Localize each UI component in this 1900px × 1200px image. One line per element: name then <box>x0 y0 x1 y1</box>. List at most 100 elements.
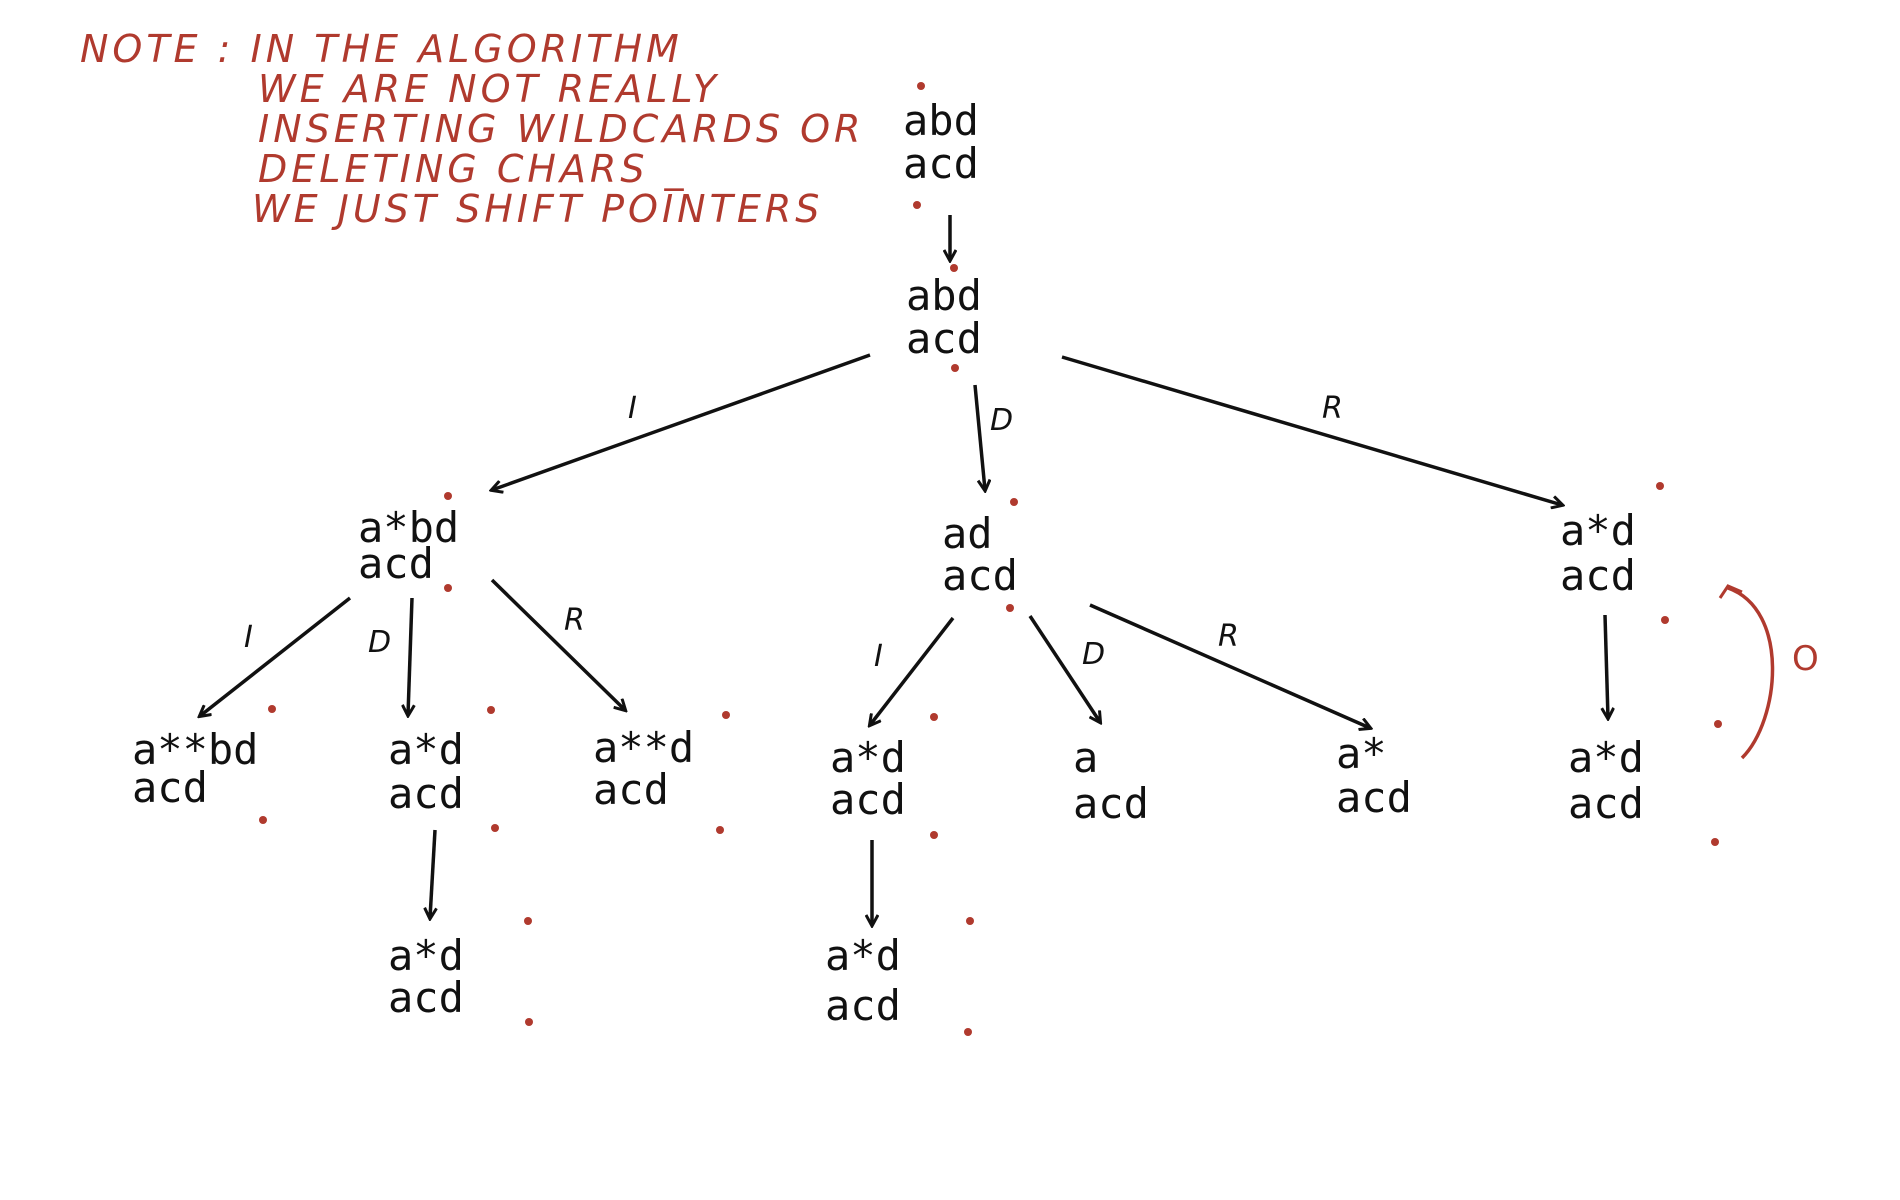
loop-arc <box>1727 586 1775 760</box>
edge-label-n1-i: I <box>628 391 637 426</box>
node-ir-bottom: acd <box>593 765 669 814</box>
pointer-dot <box>259 816 267 824</box>
node-n1: abd acd <box>906 271 982 363</box>
node-id-top: a*d <box>388 725 464 774</box>
edge-i-to-ii <box>200 596 352 716</box>
loop-arrow-icon <box>1718 584 1743 599</box>
node-rr-top: a*d <box>1568 733 1644 782</box>
edge-i-to-id <box>408 597 412 715</box>
edge-labels: I D R I D R I D R <box>244 391 1343 674</box>
pointer-dot <box>930 831 938 839</box>
pointer-dot <box>913 201 921 209</box>
node-i: a*bd acd <box>358 503 459 588</box>
edge-d-to-dd <box>1028 615 1100 722</box>
edge-r-to-rr <box>1605 614 1608 718</box>
pointer-dot <box>950 264 958 272</box>
node-r: a*d acd <box>1560 506 1636 600</box>
node-ir: a**d acd <box>593 723 694 814</box>
nodes: abd acd abd acd a*bd acd ad acd a*d acd … <box>132 96 1644 1030</box>
pointer-dot <box>951 364 959 372</box>
pointer-dot <box>524 917 532 925</box>
pointer-dot <box>1006 604 1014 612</box>
pointer-dot <box>487 706 495 714</box>
edge-label-i-ii: I <box>244 620 253 655</box>
pointer-dot <box>444 492 452 500</box>
edge-id-to-idn <box>430 829 435 918</box>
node-di-bottom: acd <box>830 775 906 824</box>
pointer-dot <box>917 82 925 90</box>
node-rr-bottom: acd <box>1568 779 1644 828</box>
pointer-dot <box>444 584 452 592</box>
edge-label-d-dr: R <box>1218 619 1239 654</box>
pointer-dot <box>268 705 276 713</box>
pointer-dot <box>1711 838 1719 846</box>
node-din-top: a*d <box>825 931 901 980</box>
node-ii-bottom: acd <box>132 763 208 812</box>
node-rr: a*d acd <box>1568 733 1644 828</box>
pointer-dot <box>1714 720 1722 728</box>
edge-n1-to-d <box>973 384 985 490</box>
node-root: abd acd <box>903 96 979 188</box>
node-dd-top: a <box>1073 733 1098 782</box>
node-dr: a* acd <box>1336 729 1412 822</box>
node-di: a*d acd <box>830 733 906 824</box>
loop-annotation: O <box>1718 584 1819 760</box>
edges <box>200 215 1608 925</box>
pointer-dot <box>491 824 499 832</box>
note-line-2: WE ARE NOT REALLY <box>258 67 720 111</box>
edge-d-to-dr <box>1089 603 1370 728</box>
node-i-top: a*bd <box>358 503 459 552</box>
node-r-top: a*d <box>1560 506 1636 555</box>
edge-label-i-id: D <box>368 625 391 660</box>
edge-label-n1-d: D <box>990 403 1013 438</box>
pointer-dot <box>716 826 724 834</box>
edge-n1-to-r <box>1061 355 1562 505</box>
node-ir-top: a**d <box>593 723 694 772</box>
edge-i-to-ir <box>490 578 625 710</box>
note-line-1: NOTE : IN THE ALGORITHM <box>80 27 683 71</box>
note-line-4: DELETING CHARS _ <box>258 147 688 191</box>
node-idn: a*d acd <box>388 931 464 1022</box>
edge-d-to-di <box>870 616 955 725</box>
pointer-dot <box>1010 498 1018 506</box>
node-id: a*d acd <box>388 725 464 818</box>
edge-n1-to-i <box>492 353 871 490</box>
node-n1-bottom: acd <box>906 314 982 363</box>
node-din-bottom: acd <box>825 981 901 1030</box>
edge-label-i-ir: R <box>564 603 585 638</box>
loop-label: O <box>1792 639 1819 679</box>
node-d: ad acd <box>942 509 1018 600</box>
node-ii: a**bd acd <box>132 725 258 812</box>
node-i-bottom: acd <box>358 539 434 588</box>
edge-label-d-dd: D <box>1082 637 1105 672</box>
pointer-dot <box>722 711 730 719</box>
pointer-dot <box>966 917 974 925</box>
node-root-top: abd <box>903 96 979 145</box>
node-ii-top: a**bd <box>132 725 258 774</box>
pointer-dot <box>964 1028 972 1036</box>
node-idn-top: a*d <box>388 931 464 980</box>
edge-label-n1-r: R <box>1322 391 1343 426</box>
node-din: a*d acd <box>825 931 901 1030</box>
node-idn-bottom: acd <box>388 973 464 1022</box>
pointer-dot <box>1661 616 1669 624</box>
node-root-bottom: acd <box>903 139 979 188</box>
pointer-dots <box>259 82 1722 1036</box>
note-line-5: WE JUST SHIFT POINTERS <box>252 187 823 231</box>
node-d-bottom: acd <box>942 551 1018 600</box>
node-dr-bottom: acd <box>1336 773 1412 822</box>
node-di-top: a*d <box>830 733 906 782</box>
pointer-dot <box>930 713 938 721</box>
pointer-dot <box>1656 482 1664 490</box>
node-dd: a acd <box>1073 733 1149 828</box>
note-block: NOTE : IN THE ALGORITHM WE ARE NOT REALL… <box>80 27 864 231</box>
note-line-3: INSERTING WILDCARDS OR <box>258 107 864 151</box>
node-d-top: ad <box>942 509 993 558</box>
node-r-bottom: acd <box>1560 551 1636 600</box>
node-dr-top: a* <box>1336 729 1387 778</box>
node-id-bottom: acd <box>388 769 464 818</box>
edge-label-d-di: I <box>874 639 883 674</box>
pointer-dot <box>525 1018 533 1026</box>
